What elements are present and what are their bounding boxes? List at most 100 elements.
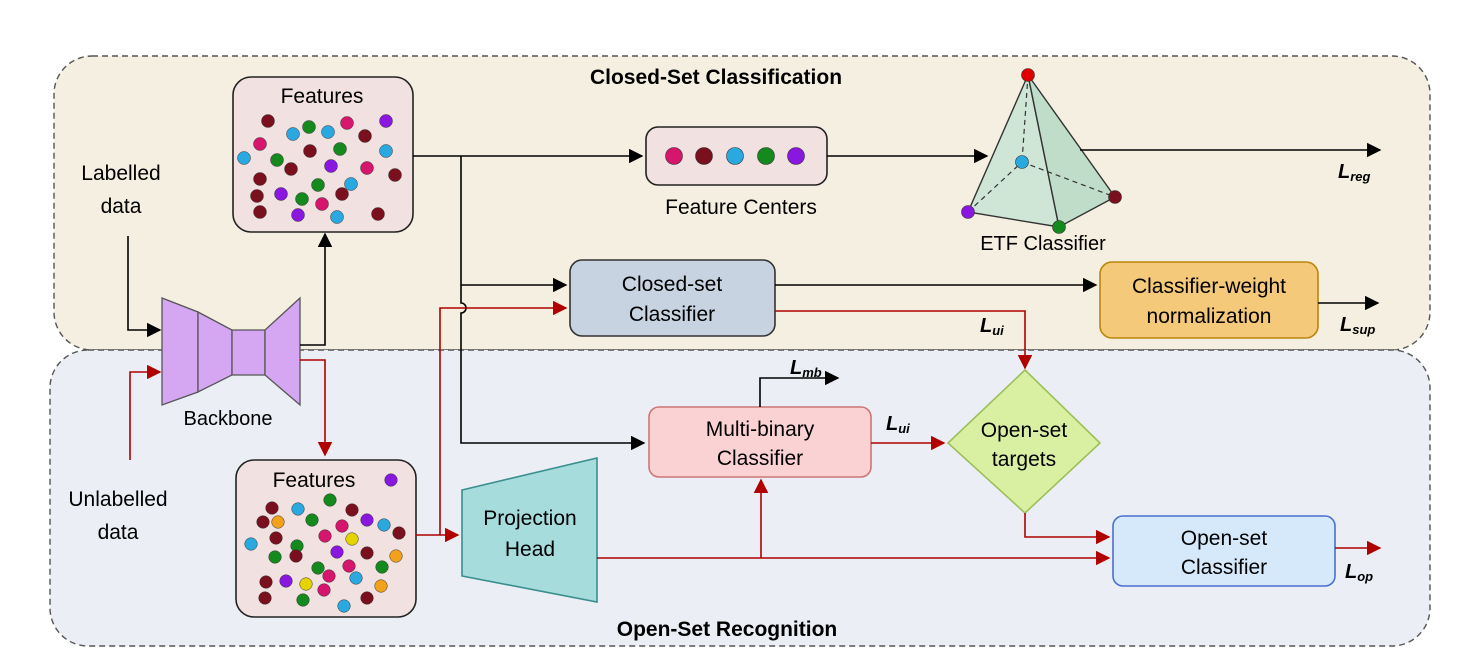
classifier-weight-norm-box: Classifier-weight normalization <box>1099 261 1319 339</box>
multi-binary-line2: Classifier <box>717 447 803 470</box>
loss-ui-top: Lui <box>980 315 1004 338</box>
feature-dot <box>289 549 303 563</box>
feature-dot <box>389 549 403 563</box>
feature-dot <box>311 178 325 192</box>
feature-dot <box>284 162 298 176</box>
features-bottom-dots <box>244 473 406 613</box>
projection-head-line2: Head <box>505 538 555 561</box>
feature-dot <box>335 187 349 201</box>
feature-dot <box>335 519 349 533</box>
feature-dot <box>250 189 264 203</box>
feature-dot <box>291 208 305 222</box>
feature-dot <box>256 515 270 529</box>
feature-dot <box>303 144 317 158</box>
etf-classifier-label: ETF Classifier <box>980 233 1106 255</box>
classifier-weight-norm-line1: Classifier-weight <box>1132 275 1286 298</box>
feature-dot <box>258 591 272 605</box>
feature-dot <box>330 210 344 224</box>
loss-op: Lop <box>1345 561 1373 584</box>
open-set-targets-diamond: Open-set targets <box>946 368 1102 515</box>
backbone: Backbone <box>161 296 301 430</box>
etf-classifier: ETF Classifier <box>961 68 1122 255</box>
open-set-classifier-line1: Open-set <box>1181 527 1268 550</box>
unlabelled-flow-arrows <box>129 300 1382 566</box>
feature-dot <box>371 207 385 221</box>
feature-dot <box>269 531 283 545</box>
feature-dot <box>358 129 372 143</box>
feature-dot <box>379 144 393 158</box>
unlabelled-data-label-2: data <box>98 521 139 544</box>
multi-binary-classifier-box: Multi-binary Classifier <box>648 406 872 478</box>
open-set-classifier-box: Open-set Classifier <box>1112 515 1336 587</box>
feature-dot <box>237 151 251 165</box>
projection-head: Projection Head <box>461 456 598 603</box>
feature-dot <box>305 513 319 527</box>
open-set-title: Open-Set Recognition <box>617 618 838 641</box>
feature-dot <box>317 583 331 597</box>
feature-dot <box>360 591 374 605</box>
feature-dot <box>384 473 398 487</box>
feature-dot <box>291 502 305 516</box>
features-top-dots <box>237 114 402 224</box>
unlabelled-data-label: Unlabelled <box>68 488 167 511</box>
feature-dot <box>253 205 267 219</box>
closed-set-classifier-box: Closed-set Classifier <box>569 259 776 337</box>
feature-dot <box>360 546 374 560</box>
feature-dot <box>253 172 267 186</box>
closed-set-title: Closed-Set Classification <box>590 66 842 89</box>
feature-dot <box>323 493 337 507</box>
feature-dot <box>379 114 393 128</box>
feature-dot <box>318 529 332 543</box>
feature-dot <box>374 579 388 593</box>
feature-dot <box>253 137 267 151</box>
features-bottom-box: Features <box>235 459 417 618</box>
loss-ui-mid: Lui <box>886 413 910 436</box>
projection-head-line1: Projection <box>483 507 576 530</box>
feature-dot <box>340 116 354 130</box>
feature-centers-label: Feature Centers <box>665 196 817 219</box>
feature-dot <box>315 197 329 211</box>
features-bottom-label: Features <box>273 469 356 492</box>
loss-reg: Lreg <box>1338 161 1371 184</box>
feature-dot <box>333 142 347 156</box>
closed-set-classifier-line2: Classifier <box>629 303 715 326</box>
feature-dot <box>337 599 351 613</box>
feature-dot <box>375 560 389 574</box>
labelled-data-label: Labelled <box>81 162 160 185</box>
feature-dot <box>268 550 282 564</box>
labelled-data-label-2: data <box>101 195 142 218</box>
feature-dot <box>295 192 309 206</box>
backbone-label: Backbone <box>184 408 273 430</box>
features-top-box: Features <box>232 76 414 233</box>
feature-dot <box>344 177 358 191</box>
classifier-weight-norm-line2: normalization <box>1147 305 1272 328</box>
feature-dot <box>349 571 363 585</box>
open-set-classifier-line2: Classifier <box>1181 556 1267 579</box>
features-top-label: Features <box>281 85 364 108</box>
feature-centers-box: Feature Centers <box>645 126 828 219</box>
feature-dot <box>360 513 374 527</box>
feature-dot <box>261 114 275 128</box>
feature-dot <box>342 559 356 573</box>
loss-mb: Lmb <box>790 357 822 380</box>
feature-dot <box>302 120 316 134</box>
labelled-flow-arrows <box>127 142 1382 451</box>
open-set-targets-line2: targets <box>992 448 1056 471</box>
feature-dot <box>388 168 402 182</box>
feature-dot <box>324 159 338 173</box>
open-set-targets-line1: Open-set <box>981 419 1068 442</box>
feature-dot <box>299 577 313 591</box>
feature-dot <box>270 153 284 167</box>
multi-binary-line1: Multi-binary <box>706 418 815 441</box>
feature-dot <box>265 501 279 515</box>
feature-dot <box>271 515 285 529</box>
feature-dot <box>330 545 344 559</box>
feature-dot <box>345 503 359 517</box>
feature-dot <box>296 593 310 607</box>
feature-dot <box>259 575 273 589</box>
feature-dot <box>377 518 391 532</box>
closed-set-classifier-line1: Closed-set <box>622 273 723 296</box>
feature-dot <box>244 537 258 551</box>
feature-dot <box>311 561 325 575</box>
